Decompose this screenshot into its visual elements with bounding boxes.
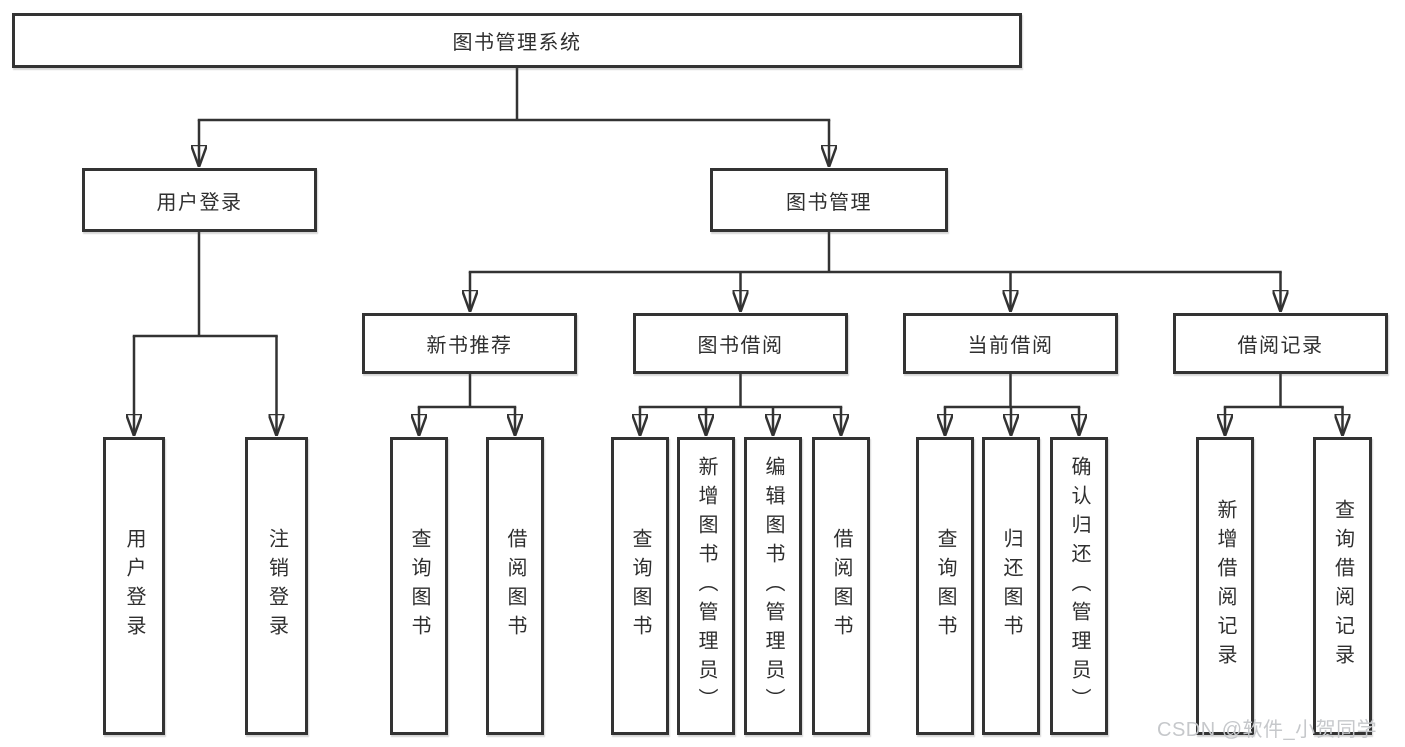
leaf-nbr-borrow-books-label: 借阅图书 <box>504 528 526 644</box>
node-current-borrow-label: 当前借阅 <box>967 335 1054 357</box>
leaf-br-query-record: 查询借阅记录 <box>1313 437 1372 735</box>
leaf-bb-add-books-admin: 新增图书（管理员） <box>677 437 735 735</box>
node-new-book-rec-label: 新书推荐 <box>426 335 513 357</box>
node-book-borrow: 图书借阅 <box>633 313 848 374</box>
leaf-bb-add-books-admin-label: 新增图书（管理员） <box>695 455 717 717</box>
leaf-logout-label: 注销登录 <box>265 528 288 644</box>
leaf-cb-query-books: 查询图书 <box>916 437 974 735</box>
node-book-mgmt: 图书管理 <box>710 168 948 232</box>
node-book-borrow-label: 图书借阅 <box>697 335 784 357</box>
leaf-cb-return-books: 归还图书 <box>982 437 1040 735</box>
leaf-bb-edit-books-admin-label: 编辑图书（管理员） <box>762 455 784 717</box>
node-borrow-records: 借阅记录 <box>1173 313 1388 374</box>
leaf-br-add-record-label: 新增借阅记录 <box>1214 499 1236 673</box>
node-borrow-records-label: 借阅记录 <box>1237 335 1324 357</box>
node-user-login-label: 用户登录 <box>156 191 243 214</box>
leaf-br-add-record: 新增借阅记录 <box>1196 437 1254 735</box>
leaf-bb-borrow-books-label: 借阅图书 <box>830 528 852 644</box>
leaf-cb-confirm-return-admin-label: 确认归还（管理员） <box>1068 455 1090 717</box>
node-book-mgmt-label: 图书管理 <box>786 191 872 214</box>
leaf-nbr-query-books: 查询图书 <box>390 437 448 735</box>
leaf-br-query-record-label: 查询借阅记录 <box>1331 499 1354 673</box>
node-root: 图书管理系统 <box>12 13 1022 68</box>
leaf-logout: 注销登录 <box>245 437 308 735</box>
leaf-nbr-borrow-books: 借阅图书 <box>486 437 544 735</box>
csdn-watermark: CSDN @软件_小贺同学 <box>1157 719 1378 741</box>
leaf-bb-edit-books-admin: 编辑图书（管理员） <box>744 437 802 735</box>
leaf-bb-query-books: 查询图书 <box>611 437 669 735</box>
node-current-borrow: 当前借阅 <box>903 313 1118 374</box>
leaf-cb-return-books-label: 归还图书 <box>1000 528 1022 644</box>
leaf-cb-confirm-return-admin: 确认归还（管理员） <box>1050 437 1108 735</box>
node-user-login: 用户登录 <box>82 168 317 232</box>
leaf-bb-query-books-label: 查询图书 <box>629 528 651 644</box>
leaf-user-login-label: 用户登录 <box>123 528 145 644</box>
leaf-nbr-query-books-label: 查询图书 <box>408 528 430 644</box>
leaf-bb-borrow-books: 借阅图书 <box>812 437 870 735</box>
leaf-user-login: 用户登录 <box>103 437 165 735</box>
leaf-cb-query-books-label: 查询图书 <box>934 528 956 644</box>
node-new-book-rec: 新书推荐 <box>362 313 577 374</box>
node-root-label: 图书管理系统 <box>452 32 582 54</box>
